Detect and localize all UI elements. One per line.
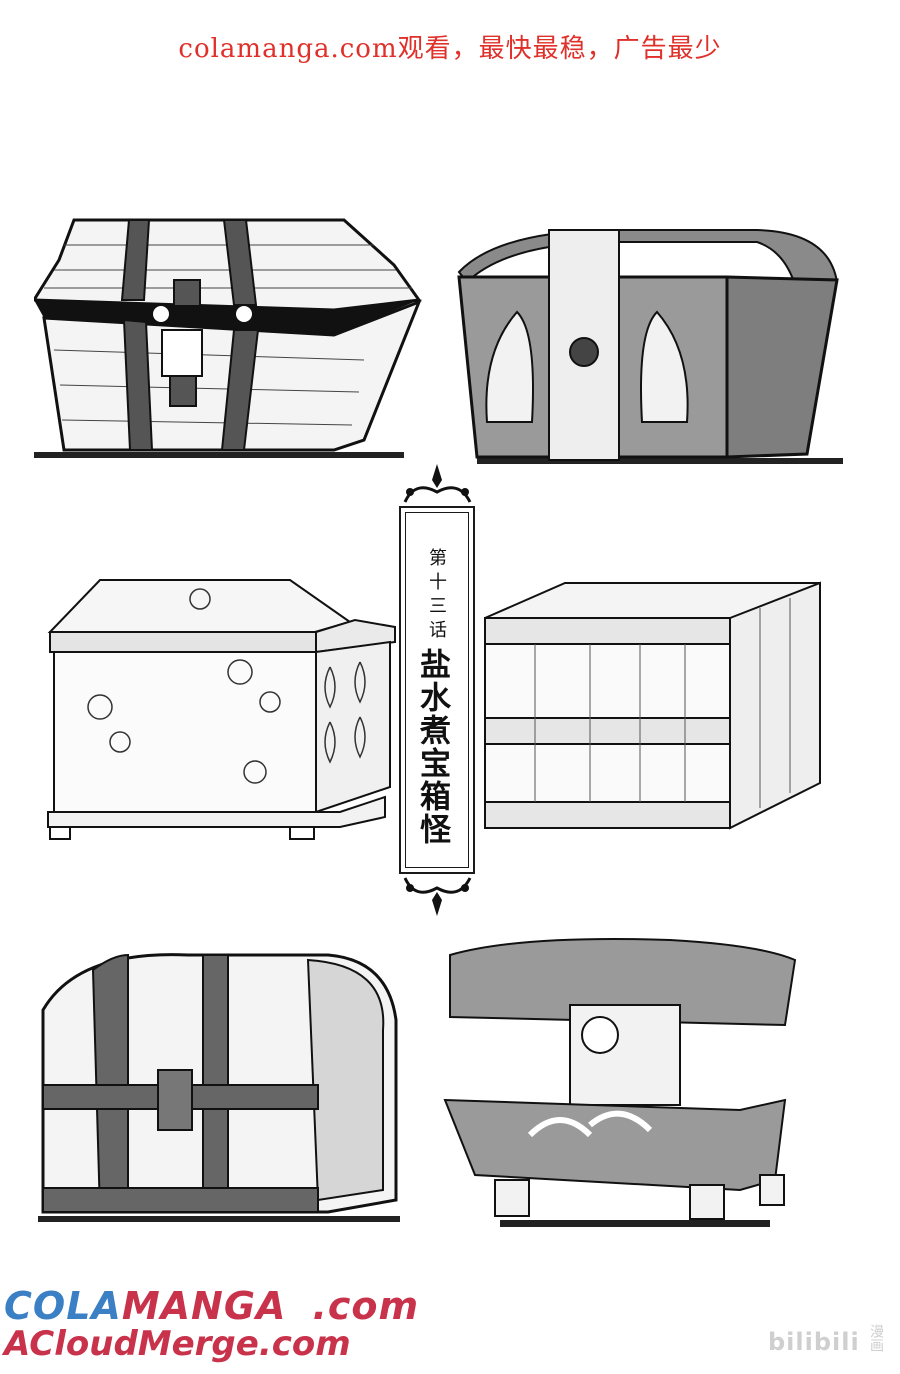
wooden-crate-icon: [480, 578, 825, 840]
chapter-title-card: 第十三话 盐水煮宝箱怪: [399, 506, 475, 874]
colamanga-watermark: COLAMANGA .com: [4, 1284, 419, 1328]
watermark-com: .com: [312, 1284, 420, 1328]
watermark-cola: COLA: [4, 1284, 122, 1328]
watermark-manga: MANGA: [121, 1284, 287, 1328]
iron-banded-chest-icon: [38, 950, 400, 1225]
bilibili-logo: bilibili: [768, 1328, 860, 1356]
acloudmerge-watermark: ACloudMerge.com: [4, 1324, 351, 1364]
chapter-title: 盐水煮宝箱怪: [414, 648, 450, 846]
chapter-number: 第十三话: [426, 548, 447, 644]
winged-lion-chest-icon: [457, 222, 843, 467]
floral-carved-chest-icon: [40, 572, 400, 842]
ornate-chest-with-person-icon: [440, 935, 820, 1235]
top-ornament-icon: [403, 464, 472, 503]
mimic-chest-open-mouth-icon: [34, 200, 434, 465]
bilibili-manga-label: 漫画: [868, 1324, 884, 1352]
bottom-ornament-icon: [403, 877, 472, 916]
top-banner[interactable]: colamanga.com观看，最快最稳，广告最少: [178, 34, 722, 64]
